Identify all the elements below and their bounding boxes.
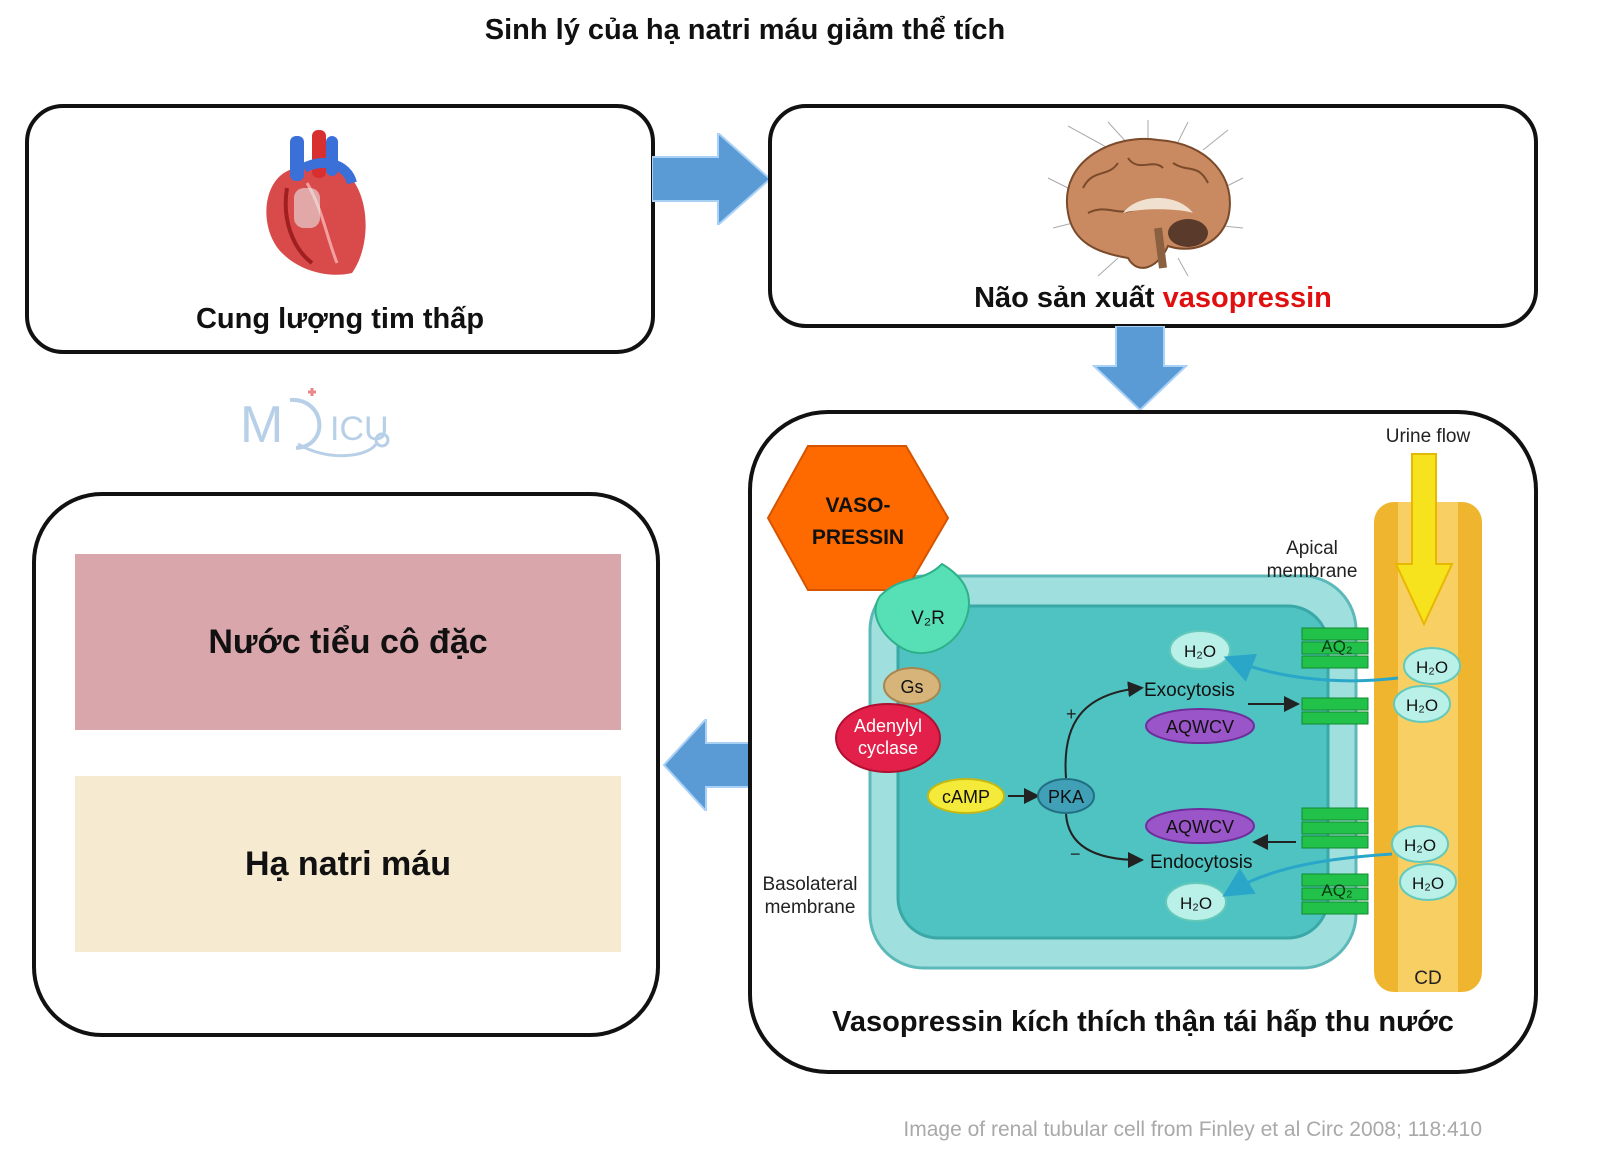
apical-label-1: Apical bbox=[1286, 538, 1338, 559]
adenylyl-label-1: Adenylyl bbox=[854, 716, 922, 736]
concentrated-urine-label: Nước tiểu cô đặc bbox=[208, 622, 488, 661]
water-label-cell-top: H₂O bbox=[1184, 642, 1216, 661]
adenylyl-label-2: cyclase bbox=[858, 738, 918, 758]
basolateral-label-1: Basolateral bbox=[762, 874, 857, 895]
adenylyl-cyclase bbox=[835, 703, 941, 773]
aq2-channel-top bbox=[1301, 627, 1369, 669]
renal-cell-diagram: Urine flow CD AQ₂ AQ₂ Apical membrane Ba… bbox=[762, 426, 1482, 992]
gs-protein bbox=[883, 667, 941, 705]
page-title: Sinh lý của hạ natri máu giảm thể tích bbox=[484, 14, 1006, 46]
mdicu-watermark: M ICU bbox=[240, 388, 390, 458]
basolateral-label-2: membrane bbox=[765, 897, 856, 918]
aqwcv-vesicle-top bbox=[1145, 708, 1255, 744]
concentrated-urine-box: Nước tiểu cô đặc bbox=[75, 554, 621, 730]
water-label-duct-4: H₂O bbox=[1412, 874, 1444, 893]
water-label-duct-2: H₂O bbox=[1406, 696, 1438, 715]
endocytosis-label: Endocytosis bbox=[1150, 852, 1252, 873]
aqwcv-label-bottom: AQWCV bbox=[1166, 817, 1234, 837]
aq2-label-top: AQ₂ bbox=[1321, 637, 1352, 656]
watermark-icu: ICU bbox=[330, 410, 389, 448]
apical-channel-3 bbox=[1301, 807, 1369, 849]
water-duct-1 bbox=[1403, 647, 1461, 685]
urine-flow-label: Urine flow bbox=[1386, 426, 1471, 447]
arrow-right-icon bbox=[652, 133, 772, 225]
apical-label-2: membrane bbox=[1267, 561, 1358, 582]
brain-panel-label: Não sản xuất vasopressin bbox=[768, 282, 1538, 315]
hyponatremia-box: Hạ natri máu bbox=[75, 776, 621, 952]
brain-icon bbox=[1047, 120, 1244, 277]
vasopressin-hexagon-line1: VASO- bbox=[826, 494, 891, 517]
vasopressin-highlight: vasopressin bbox=[1162, 282, 1332, 314]
minus-sign: − bbox=[1070, 844, 1081, 864]
camp-node bbox=[927, 778, 1005, 814]
hyponatremia-label: Hạ natri máu bbox=[245, 844, 451, 883]
water-cell-bottom bbox=[1165, 882, 1227, 922]
water-cell-top bbox=[1169, 630, 1231, 670]
arrow-down-icon bbox=[1092, 326, 1188, 412]
camp-label: cAMP bbox=[942, 787, 990, 807]
water-label-duct-3: H₂O bbox=[1404, 836, 1436, 855]
kidney-panel-label: Vasopressin kích thích thận tái hấp thu … bbox=[832, 1006, 1454, 1038]
vasopressin-hexagon bbox=[766, 445, 950, 591]
apical-channel-2 bbox=[1301, 697, 1369, 725]
watermark-m: M bbox=[240, 396, 283, 454]
image-credit: Image of renal tubular cell from Finley … bbox=[903, 1118, 1482, 1141]
v2r-label: V₂R bbox=[911, 608, 945, 629]
water-duct-2 bbox=[1393, 685, 1451, 723]
cd-label: CD bbox=[1414, 968, 1441, 989]
aqwcv-vesicle-bottom bbox=[1145, 808, 1255, 844]
exocytosis-label: Exocytosis bbox=[1144, 680, 1235, 701]
aq2-channel-bottom bbox=[1301, 873, 1369, 915]
water-duct-3 bbox=[1391, 825, 1449, 863]
brain-label-prefix: Não sản xuất bbox=[974, 282, 1163, 314]
pka-node bbox=[1037, 778, 1095, 814]
cell-cytoplasm bbox=[896, 604, 1330, 940]
gs-label: Gs bbox=[900, 677, 923, 697]
v2r-receptor bbox=[874, 562, 970, 654]
pka-label: PKA bbox=[1048, 787, 1084, 807]
urine-flow-arrow bbox=[1394, 453, 1454, 627]
water-duct-4 bbox=[1399, 863, 1457, 901]
arrow-left-icon bbox=[662, 719, 751, 811]
water-label-duct-1: H₂O bbox=[1416, 658, 1448, 677]
plus-sign: + bbox=[1066, 704, 1077, 724]
heart-icon bbox=[266, 130, 366, 275]
water-label-cell-bottom: H₂O bbox=[1180, 894, 1212, 913]
aq2-label-bottom: AQ₂ bbox=[1321, 881, 1352, 900]
aqwcv-label-top: AQWCV bbox=[1166, 717, 1234, 737]
vasopressin-hexagon-line2: PRESSIN bbox=[812, 526, 904, 549]
heart-panel-label: Cung lượng tim thấp bbox=[195, 303, 485, 335]
